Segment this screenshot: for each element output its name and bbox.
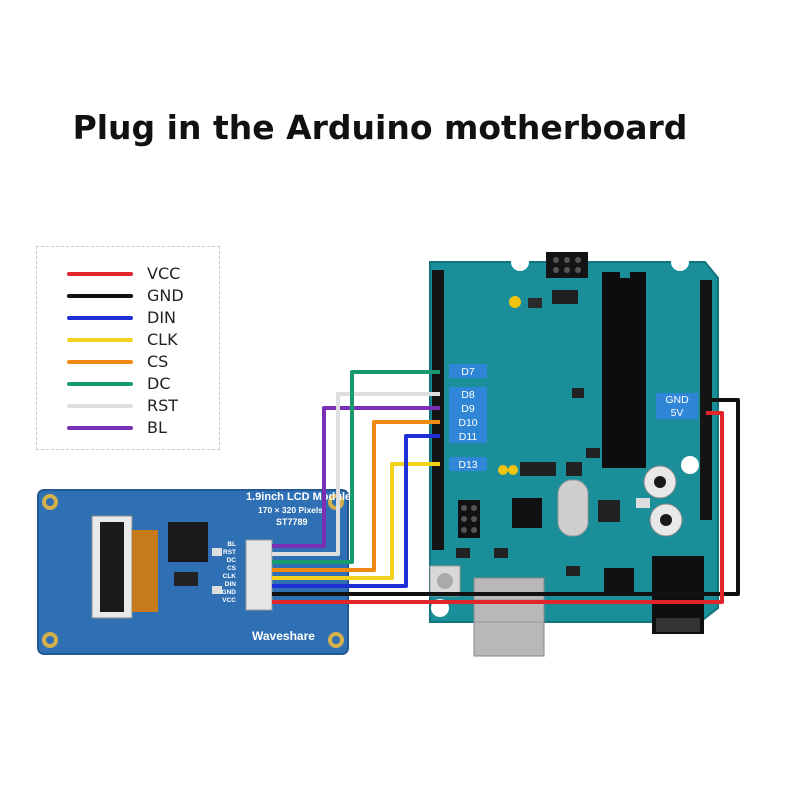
legend-label: CS <box>147 352 169 371</box>
legend-swatch <box>67 382 133 386</box>
wire-din <box>272 434 440 588</box>
pin-label-d9 <box>449 401 487 415</box>
pin-label-text: GND <box>665 394 689 406</box>
legend-item-clk: CLK <box>67 329 217 349</box>
ribbon-cable <box>132 530 158 612</box>
lcd-resolution: 170 × 320 Pixels <box>258 505 323 515</box>
pin-label-5v <box>656 406 698 419</box>
lcd-pin-connector <box>245 539 273 611</box>
pin-label-text: 5V <box>671 407 684 419</box>
driver-chip <box>168 522 208 562</box>
lcd-pin-label: VCC <box>222 597 236 604</box>
legend-swatch <box>67 316 133 320</box>
legend-item-vcc: VCC <box>67 263 217 283</box>
icsp-header <box>546 252 588 278</box>
mounting-hole <box>671 253 689 271</box>
legend-label: CLK <box>147 330 178 349</box>
legend-swatch <box>67 294 133 298</box>
wire-gnd <box>272 398 740 596</box>
arduino-board <box>429 252 719 657</box>
wire-clk <box>272 462 440 580</box>
legend-label: GND <box>147 286 184 305</box>
wire-vcc <box>272 411 724 604</box>
page-title: Plug in the Arduino motherboard <box>72 108 688 147</box>
legend-item-cs: CS <box>67 351 217 371</box>
wire-cs <box>272 420 440 572</box>
pin-label-text: D7 <box>461 366 475 378</box>
pin-label-d8 <box>449 387 487 401</box>
legend-item-din: DIN <box>67 307 217 327</box>
legend-swatch <box>67 404 133 408</box>
lcd-pin-label: DIN <box>225 581 237 588</box>
lcd-brand: Waveshare <box>252 629 315 643</box>
legend-label: DC <box>147 374 171 393</box>
lcd-pin-label: CS <box>227 565 237 572</box>
legend-swatch <box>67 338 133 342</box>
lcd-pin-label: GND <box>222 589 237 596</box>
legend-swatch <box>67 360 133 364</box>
mcu-chip <box>602 272 646 468</box>
mounting-hole <box>681 456 699 474</box>
wire-dc <box>272 370 440 564</box>
legend-swatch <box>67 272 133 276</box>
legend-label: RST <box>147 396 179 415</box>
lcd-pin-label: RST <box>223 549 236 556</box>
legend-label: VCC <box>147 264 181 283</box>
lcd-title: 1.9inch LCD Module <box>246 491 351 503</box>
legend-label: DIN <box>147 308 177 327</box>
pin-label-gnd <box>656 393 698 406</box>
crystal <box>557 479 589 537</box>
lcd-pin-label: DC <box>227 557 237 564</box>
usb-chip <box>512 498 542 528</box>
wire-bl <box>272 406 440 548</box>
arduino-pin-labels: D7 D8 D9 D10 D11 D13 GND 5V <box>449 364 698 471</box>
wires <box>272 370 740 604</box>
pin-label-d13 <box>449 457 487 471</box>
wire-legend: VCC GND DIN CLK CS DC RST BL <box>36 246 220 450</box>
pin-label-text: D8 <box>461 389 475 401</box>
pin-label-text: D9 <box>461 403 475 415</box>
legend-item-gnd: GND <box>67 285 217 305</box>
pin-label-d7 <box>449 364 487 378</box>
lcd-pin-label: BL <box>227 541 236 548</box>
legend-swatch <box>67 426 133 430</box>
pin-label-d11 <box>449 429 487 443</box>
pin-label-d10 <box>449 415 487 429</box>
lcd-module: 1.9inch LCD Module 170 × 320 Pixels ST77… <box>37 489 351 655</box>
lcd-driver: ST7789 <box>276 517 308 527</box>
wire-rst <box>272 392 440 556</box>
pin-label-text: D13 <box>458 459 477 471</box>
legend-label: BL <box>147 418 167 437</box>
pin-label-text: D10 <box>458 417 477 429</box>
mounting-hole <box>511 253 529 271</box>
legend-item-rst: RST <box>67 395 217 415</box>
lcd-pin-label: CLK <box>223 573 237 580</box>
pin-label-text: D11 <box>459 431 478 443</box>
legend-item-dc: DC <box>67 373 217 393</box>
legend-item-bl: BL <box>67 417 217 437</box>
usb-port <box>473 577 545 657</box>
